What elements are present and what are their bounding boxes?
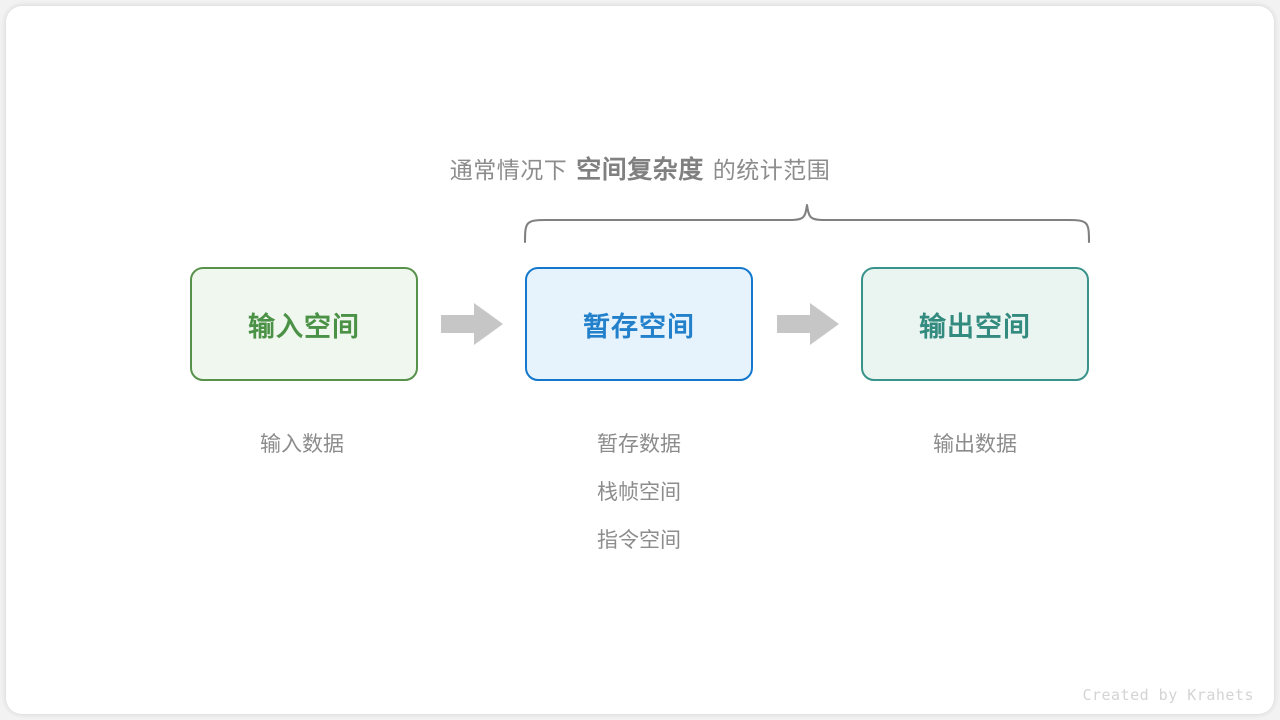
caption-prefix: 通常情况下 xyxy=(449,157,568,183)
box-output-space[interactable]: 输出空间 xyxy=(861,267,1089,381)
sublabels-input: 输入数据 xyxy=(188,421,416,469)
sublabels-output: 输出数据 xyxy=(861,421,1089,469)
brace-caption: 通常情况下空间复杂度的统计范围 xyxy=(0,150,1280,186)
box-temp-space-label: 暂存空间 xyxy=(583,311,695,342)
sublabel-item: 栈帧空间 xyxy=(597,481,681,504)
caption-suffix: 的统计范围 xyxy=(712,157,831,183)
box-input-space[interactable]: 输入空间 xyxy=(190,267,418,381)
space-boxes-row: 输入空间 暂存空间 输出空间 xyxy=(0,267,1280,381)
box-temp-space[interactable]: 暂存空间 xyxy=(525,267,753,381)
sublabels-row: 输入数据 暂存数据 栈帧空间 指令空间 输出数据 xyxy=(0,421,1280,581)
sublabel-item: 暂存数据 xyxy=(597,433,681,456)
box-input-space-label: 输入空间 xyxy=(248,311,360,342)
curly-brace xyxy=(523,203,1091,244)
caption-emphasis: 空间复杂度 xyxy=(576,156,704,184)
watermark-credit: Created by Krahets xyxy=(1082,686,1254,704)
sublabels-temp: 暂存数据 栈帧空间 指令空间 xyxy=(525,421,753,565)
arrow-right-icon xyxy=(777,303,839,345)
arrow-right-icon xyxy=(441,303,503,345)
sublabel-item: 输入数据 xyxy=(260,433,344,456)
sublabel-item: 指令空间 xyxy=(597,529,681,552)
sublabel-item: 输出数据 xyxy=(933,433,1017,456)
box-output-space-label: 输出空间 xyxy=(919,311,1031,342)
